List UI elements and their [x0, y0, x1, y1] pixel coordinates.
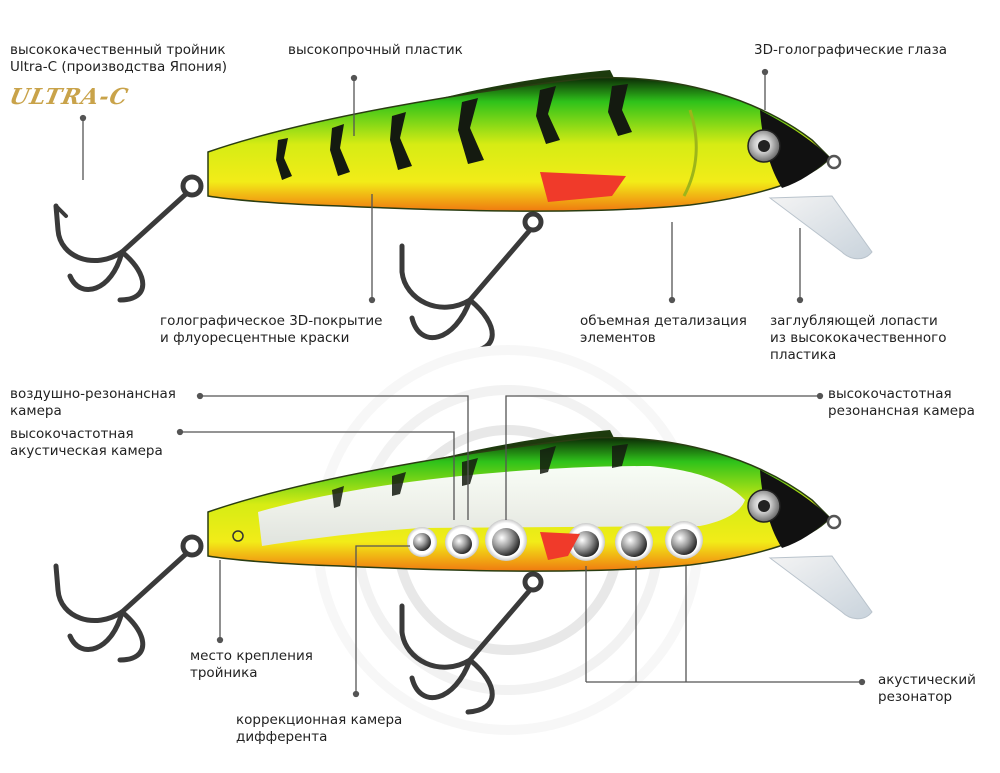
top-lure — [53, 70, 873, 355]
bottom-lure — [53, 345, 873, 735]
label-lip: заглубляющей лопасти из высококачественн… — [770, 313, 947, 363]
lure-body — [207, 76, 832, 212]
diving-lip-2 — [768, 555, 873, 620]
label-hf-resonance: высокочастотная резонансная камера — [828, 386, 975, 419]
diving-lip — [768, 195, 873, 260]
lure-head — [760, 110, 830, 188]
label-hook-quality: высококачественный тройник Ultra-C (прои… — [10, 42, 228, 75]
label-eyes: 3D-голографические глаза — [754, 42, 948, 58]
pectoral-fin — [540, 172, 626, 202]
label-acoustic-chamber: высокочастотная акустическая камера — [10, 426, 163, 459]
label-plastic: высокопрочный пластик — [288, 42, 463, 58]
line-tie-ring — [826, 154, 842, 170]
label-air-chamber: воздушно-резонансная камера — [10, 386, 176, 419]
belly-treble-hook — [399, 211, 544, 355]
rear-treble-hook-2 — [53, 534, 204, 663]
line-tie-ring-2 — [826, 514, 842, 530]
label-detail: объемная детализация элементов — [580, 313, 747, 346]
ultra-c-logo: ULTRA-C — [7, 84, 131, 110]
label-resonator: акустический резонатор — [878, 672, 976, 705]
perch-stripes — [276, 84, 632, 180]
label-hook-mount: место крепления тройника — [190, 648, 313, 681]
rear-treble-hook — [53, 174, 204, 303]
pectoral-fin-2 — [540, 532, 580, 560]
lure-head-2 — [760, 470, 830, 548]
label-coating: голографическое 3D-покрытие и флуоресцен… — [160, 313, 383, 346]
gill-plate — [682, 109, 698, 197]
label-trim-chamber: коррекционная камера дифферента — [236, 712, 403, 745]
hook-eyelet — [232, 530, 244, 542]
leader-lines — [79, 68, 866, 698]
internal-cavity — [258, 466, 745, 546]
rattle-balls — [413, 528, 697, 557]
belly-treble-hook-2 — [399, 571, 544, 715]
perch-stripes-2 — [332, 444, 628, 508]
